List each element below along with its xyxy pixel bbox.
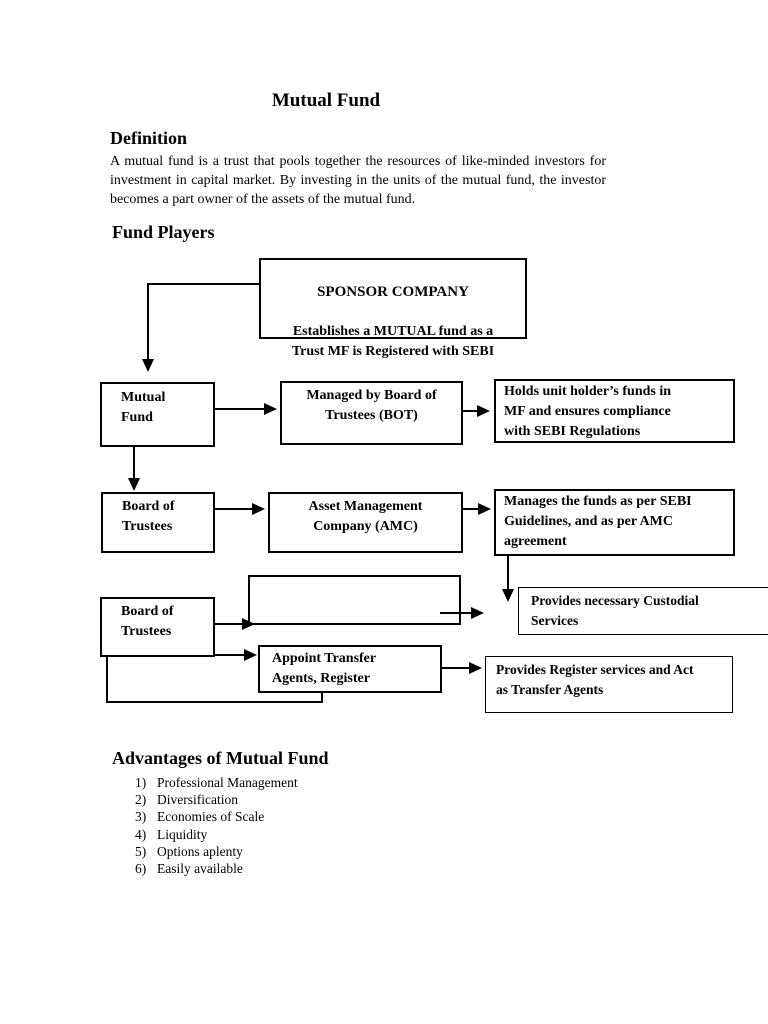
list-item-number: 2)	[135, 792, 147, 807]
arrowhead-right-icon	[252, 503, 265, 515]
flow-box-asset-management-company: Asset Management Company (AMC)	[268, 492, 463, 553]
list-item-label: Economies of Scale	[157, 809, 265, 824]
arrowhead-right-icon	[244, 649, 257, 661]
arrowhead-right-icon	[471, 607, 484, 619]
sponsor-company-body: Establishes a MUTUAL fund as a Trust MF …	[291, 324, 495, 359]
arrowhead-right-icon	[478, 503, 491, 515]
page-title: Mutual Fund	[271, 90, 381, 111]
flow-box-managed-by-bot: Managed by Board of Trustees (BOT)	[280, 381, 463, 445]
arrowhead-down-icon	[502, 589, 514, 602]
list-item-label: Professional Management	[157, 775, 298, 790]
list-item: 3) Economies of Scale	[135, 808, 264, 825]
list-item: 4) Liquidity	[135, 826, 207, 843]
arrowhead-down-icon	[142, 359, 154, 372]
arrowhead-right-icon	[469, 662, 482, 674]
list-item: 6) Easily available	[135, 860, 243, 877]
fund-players-heading: Fund Players	[112, 222, 215, 242]
flow-box-holds-unit-holders-funds: Holds unit holder’s funds in MF and ensu…	[494, 379, 735, 443]
arrowhead-right-icon	[242, 618, 255, 630]
list-item-label: Easily available	[157, 861, 243, 876]
list-item-label: Diversification	[157, 792, 238, 807]
list-item-label: Options aplenty	[157, 844, 243, 859]
advantages-heading: Advantages of Mutual Fund	[112, 748, 329, 768]
arrowhead-right-icon	[477, 405, 490, 417]
list-item-number: 4)	[135, 827, 147, 842]
arrowhead-right-icon	[264, 403, 277, 415]
flow-box-manages-funds-sebi: Manages the funds as per SEBI Guidelines…	[494, 489, 735, 556]
sponsor-company-title: SPONSOR COMPANY	[317, 284, 469, 300]
list-item: 5) Options aplenty	[135, 843, 243, 860]
list-item-number: 1)	[135, 775, 147, 790]
list-item: 2) Diversification	[135, 791, 238, 808]
flow-box-register-services: Provides Register services and Act as Tr…	[485, 656, 733, 713]
flow-box-board-of-trustees-1: Board of Trustees	[101, 492, 215, 553]
flow-box-appoint-transfer-agents: Appoint Transfer Agents, Register	[258, 645, 442, 693]
list-item-label: Liquidity	[157, 827, 208, 842]
definition-paragraph: A mutual fund is a trust that pools toge…	[110, 154, 606, 207]
flow-box-empty	[248, 575, 461, 625]
arrowhead-down-icon	[128, 478, 140, 491]
flow-box-board-of-trustees-2: Board of Trustees	[100, 597, 215, 657]
list-item-number: 6)	[135, 861, 147, 876]
list-item-number: 3)	[135, 809, 147, 824]
definition-heading: Definition	[110, 128, 188, 148]
list-item-number: 5)	[135, 844, 147, 859]
flow-box-custodial-services: Provides necessary Custodial Services	[518, 587, 768, 635]
flow-box-mutual-fund: Mutual Fund	[100, 382, 215, 447]
list-item: 1) Professional Management	[135, 774, 298, 791]
flow-box-sponsor-company: SPONSOR COMPANY Establishes a MUTUAL fun…	[259, 258, 527, 359]
